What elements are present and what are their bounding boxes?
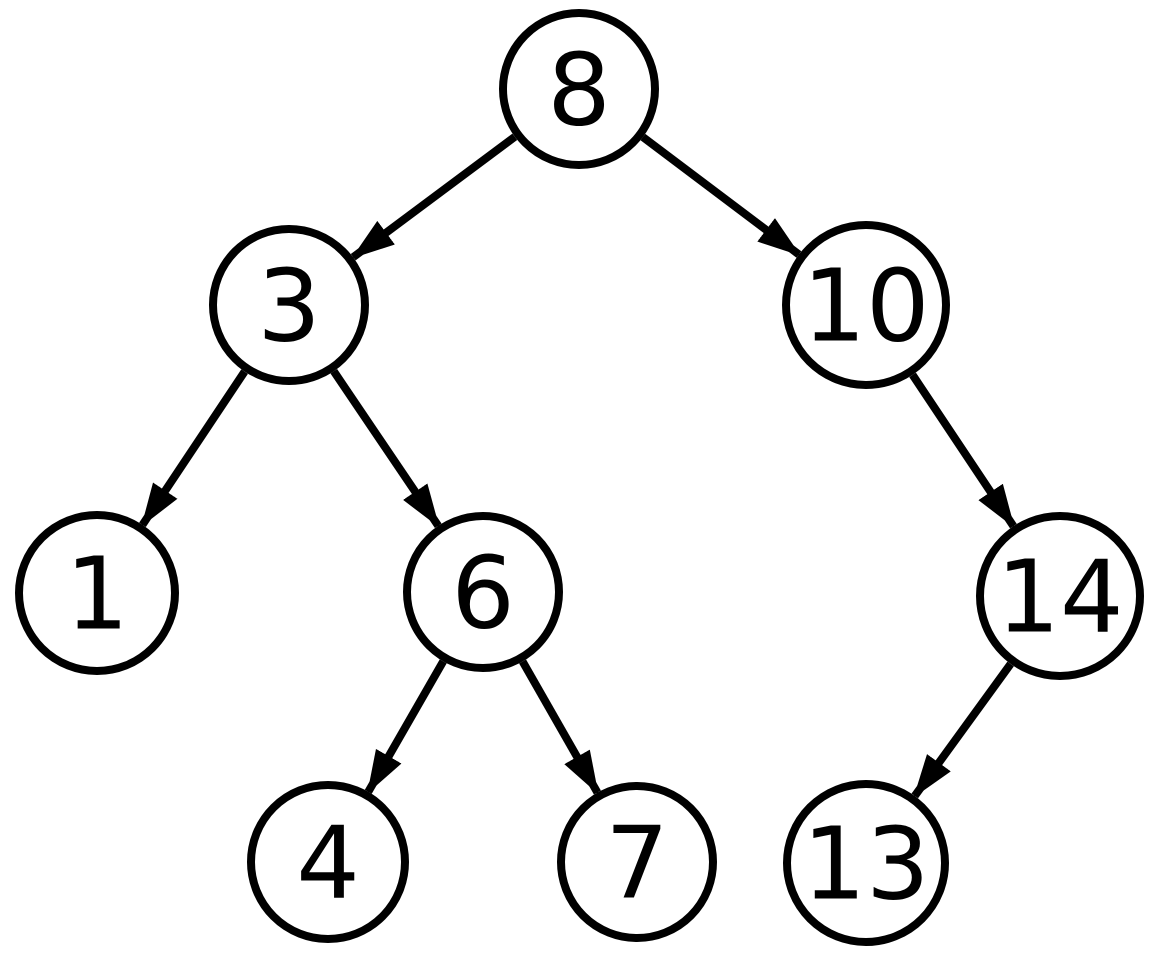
- edge-6-to-7: [519, 659, 601, 795]
- node-label-8: 8: [547, 32, 611, 149]
- tree-node-10: 10: [782, 221, 950, 389]
- node-circle-4: [247, 781, 409, 943]
- node-label-10: 10: [802, 248, 929, 365]
- edges-layer: [139, 133, 1017, 799]
- node-circle-1: [15, 511, 179, 675]
- node-label-6: 6: [451, 535, 515, 652]
- tree-node-3: 3: [209, 225, 369, 385]
- node-label-14: 14: [996, 539, 1123, 656]
- node-circle-8: [499, 9, 659, 169]
- node-label-13: 13: [802, 806, 929, 923]
- node-circle-6: [403, 512, 563, 672]
- nodes-layer: 8 3 10 1 6 14 4 7 13: [15, 9, 1144, 946]
- node-circle-14: [976, 512, 1144, 680]
- edge-3-to-1: [139, 369, 248, 528]
- edge-8-to-3: [350, 133, 518, 261]
- node-circle-3: [209, 225, 369, 385]
- tree-node-6: 6: [403, 512, 563, 672]
- tree-node-4: 4: [247, 781, 409, 943]
- edge-14-to-13: [911, 661, 1014, 799]
- tree-node-13: 13: [783, 780, 949, 946]
- node-circle-10: [782, 221, 950, 389]
- edge-3-to-6: [330, 369, 442, 528]
- tree-node-7: 7: [557, 782, 717, 942]
- node-circle-7: [557, 782, 717, 942]
- node-label-1: 1: [65, 536, 129, 653]
- edge-10-to-14: [909, 372, 1017, 529]
- node-label-4: 4: [296, 805, 360, 922]
- tree-node-14: 14: [976, 512, 1144, 680]
- edge-8-to-10: [640, 133, 802, 258]
- edge-6-to-4: [364, 659, 447, 794]
- node-circle-13: [783, 780, 949, 946]
- node-label-7: 7: [605, 805, 669, 922]
- node-label-3: 3: [257, 248, 321, 365]
- tree-node-1: 1: [15, 511, 179, 675]
- tree-node-8: 8: [499, 9, 659, 169]
